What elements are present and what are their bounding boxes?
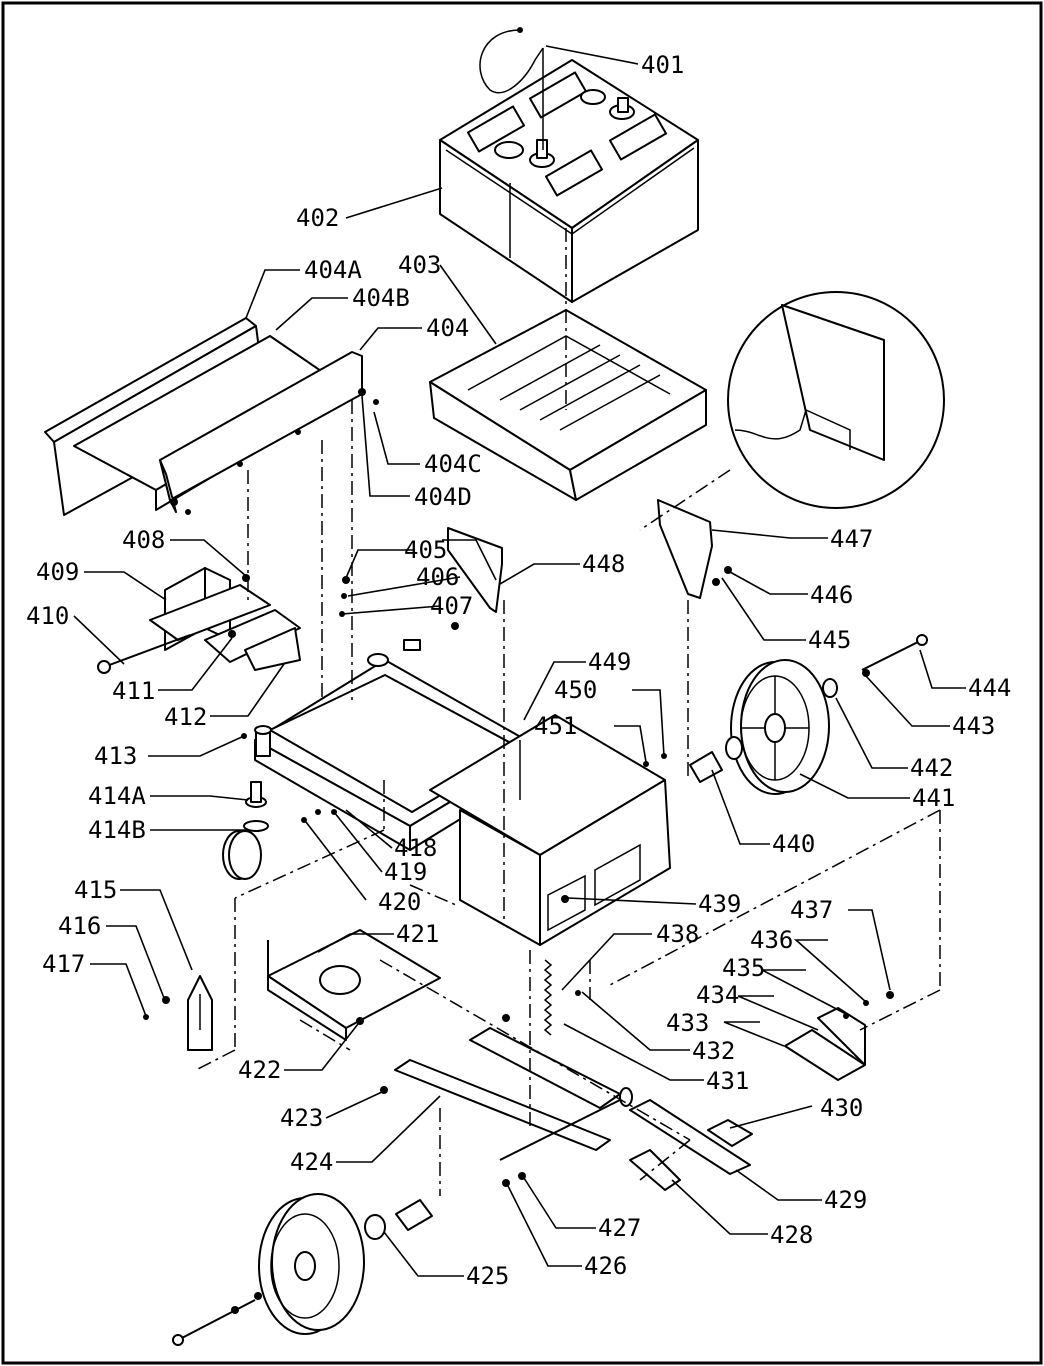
label-419: 419 xyxy=(384,858,427,886)
label-434: 434 xyxy=(696,981,739,1009)
label-411: 411 xyxy=(112,677,155,705)
bracket-415 xyxy=(187,975,213,1051)
caster-assembly xyxy=(222,725,272,880)
label-404a: 404A xyxy=(304,256,362,284)
fasteners-404 xyxy=(170,388,379,515)
label-410: 410 xyxy=(26,602,69,630)
label-414b: 414B xyxy=(88,816,146,844)
label-443: 443 xyxy=(952,712,995,740)
label-416: 416 xyxy=(58,912,101,940)
chassis-frame xyxy=(254,653,671,946)
part-labels: 401 402 403 404A 404B 404 404C 404D 405 … xyxy=(26,51,1011,1290)
detail-circle xyxy=(727,291,945,509)
label-403: 403 xyxy=(398,251,441,279)
label-441: 441 xyxy=(912,784,955,812)
label-418: 418 xyxy=(394,834,437,862)
battery-tray xyxy=(429,309,707,501)
label-435: 435 xyxy=(722,954,765,982)
label-429: 429 xyxy=(824,1186,867,1214)
label-439: 439 xyxy=(698,890,741,918)
axle-440 xyxy=(689,736,743,783)
label-427: 427 xyxy=(598,1214,641,1242)
battery xyxy=(439,59,699,303)
label-402: 402 xyxy=(296,204,339,232)
bracket-412 xyxy=(204,609,301,671)
label-446: 446 xyxy=(810,581,853,609)
label-417: 417 xyxy=(42,950,85,978)
label-442: 442 xyxy=(910,754,953,782)
label-423: 423 xyxy=(280,1104,323,1132)
label-413: 413 xyxy=(94,742,137,770)
label-412: 412 xyxy=(164,703,207,731)
label-407: 407 xyxy=(430,592,473,620)
label-404: 404 xyxy=(426,314,469,342)
label-424: 424 xyxy=(290,1148,333,1176)
label-431: 431 xyxy=(706,1067,749,1095)
label-401: 401 xyxy=(641,51,684,79)
label-425: 425 xyxy=(466,1262,509,1290)
label-421: 421 xyxy=(396,920,439,948)
label-432: 432 xyxy=(692,1037,735,1065)
label-437: 437 xyxy=(790,896,833,924)
label-408: 408 xyxy=(122,526,165,554)
label-420: 420 xyxy=(378,888,421,916)
bracket-447 xyxy=(657,499,713,599)
label-447: 447 xyxy=(830,525,873,553)
leader-lines xyxy=(73,45,966,1277)
label-440: 440 xyxy=(772,830,815,858)
label-409: 409 xyxy=(36,558,79,586)
label-438: 438 xyxy=(656,920,699,948)
label-404c: 404C xyxy=(424,450,482,478)
label-404d: 404D xyxy=(414,483,472,511)
label-445: 445 xyxy=(808,626,851,654)
bolt-410 xyxy=(97,634,191,674)
bracket-448 xyxy=(447,527,503,613)
bolt-444 xyxy=(822,634,928,698)
label-422: 422 xyxy=(238,1056,281,1084)
label-444: 444 xyxy=(968,674,1011,702)
label-430: 430 xyxy=(820,1094,863,1122)
plate-433 xyxy=(784,1007,866,1081)
label-415: 415 xyxy=(74,876,117,904)
plate-428 xyxy=(629,1149,681,1191)
label-414a: 414A xyxy=(88,782,146,810)
label-404b: 404B xyxy=(352,284,410,312)
label-436: 436 xyxy=(750,926,793,954)
label-406: 406 xyxy=(416,563,459,591)
bar-429 xyxy=(629,1099,751,1175)
axle-beam-424 xyxy=(394,1027,633,1161)
label-426: 426 xyxy=(584,1252,627,1280)
front-wheel-left xyxy=(258,1193,365,1335)
bracket-409 xyxy=(149,567,271,651)
label-450: 450 xyxy=(554,676,597,704)
label-451: 451 xyxy=(534,712,577,740)
spring-431 xyxy=(543,959,553,1036)
label-428: 428 xyxy=(770,1221,813,1249)
plate-430 xyxy=(707,1119,753,1147)
plate-421 xyxy=(267,929,441,1041)
label-448: 448 xyxy=(582,550,625,578)
axle-425 xyxy=(364,1199,433,1240)
battery-cable xyxy=(479,27,544,150)
label-405: 405 xyxy=(404,536,447,564)
label-449: 449 xyxy=(588,648,631,676)
center-lines xyxy=(195,228,941,1196)
bolt-front xyxy=(172,1292,262,1346)
label-433: 433 xyxy=(666,1009,709,1037)
rear-wheel-right xyxy=(730,659,830,795)
